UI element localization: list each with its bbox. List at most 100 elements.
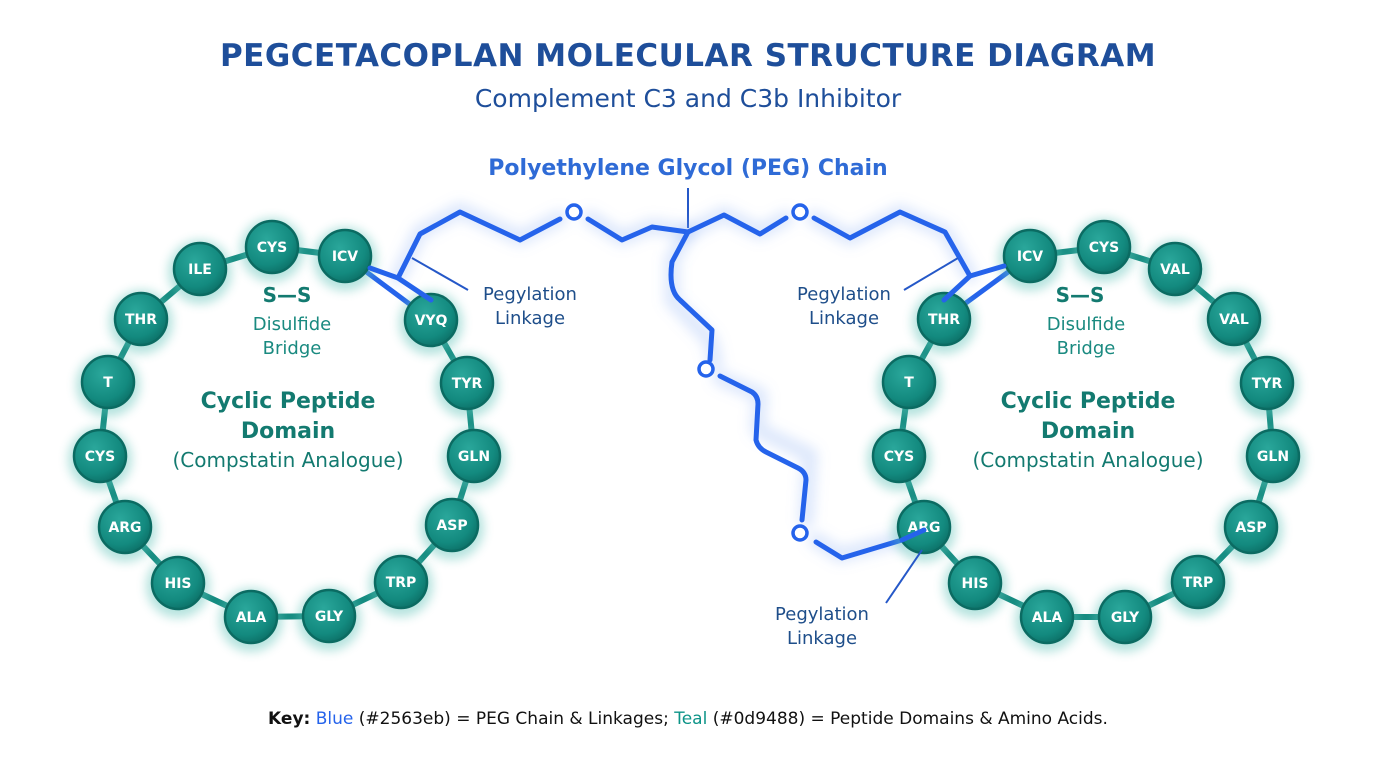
amino-acid-circle — [881, 354, 937, 410]
amino-acid-circle — [150, 555, 206, 611]
amino-acid-node: ICV — [998, 227, 1062, 291]
amino-acid-circle — [947, 555, 1003, 611]
amino-acid-circle — [172, 241, 228, 297]
amino-acid-label: CYS — [1089, 240, 1120, 256]
amino-acid-label: CYS — [884, 449, 915, 465]
peg-segment-branch-down — [668, 229, 715, 363]
amino-acid-circle — [72, 428, 128, 484]
key-blue-desc: (#2563eb) = PEG Chain & Linkages; — [353, 709, 675, 729]
pegylation-label-left: Pegylation Linkage — [483, 284, 577, 329]
pegylation-leader-bottom — [885, 549, 923, 604]
amino-acid-label: ILE — [188, 262, 212, 278]
pegylation-label-line1: Pegylation — [483, 284, 577, 305]
amino-acid-node: CYS — [240, 218, 304, 282]
amino-acid-node: GLN — [442, 427, 506, 491]
amino-acid-label: TRP — [1183, 575, 1214, 591]
color-key: Key: Blue (#2563eb) = PEG Chain & Linkag… — [0, 709, 1376, 729]
amino-acid-circle — [439, 355, 495, 411]
amino-acid-node: ASP — [1219, 498, 1283, 562]
amino-acid-node: THR — [109, 290, 173, 354]
peg-segment-center-right — [685, 212, 789, 237]
amino-acid-circle — [896, 499, 952, 555]
domain-subtitle: (Compstatin Analogue) — [972, 448, 1203, 472]
disulfide-label-line2: Bridge — [1057, 338, 1116, 359]
amino-acid-node: TYR — [435, 354, 499, 418]
amino-acid-circle — [1002, 228, 1058, 284]
pegylation-attachment — [899, 527, 927, 543]
amino-acid-label: ASP — [436, 518, 467, 534]
amino-acid-circle — [97, 499, 153, 555]
amino-acid-node: VAL — [1202, 290, 1266, 354]
amino-acid-circle — [244, 219, 300, 275]
pegylation-label-line2: Linkage — [809, 308, 879, 329]
amino-acid-node: TYR — [1235, 354, 1299, 418]
amino-acid-node: T — [877, 353, 941, 417]
amino-acid-node: HIS — [943, 554, 1007, 618]
disulfide-label-line2: Bridge — [263, 338, 322, 359]
peg-segment-branch-mid — [717, 373, 809, 523]
amino-acid-circle — [80, 354, 136, 410]
pegylation-leader-right — [903, 257, 959, 291]
pegylation-label-line2: Linkage — [495, 308, 565, 329]
disulfide-label-line1: Disulfide — [253, 314, 332, 335]
peptide-ring-right: ICVCYSVALVALTYRGLNASPTRPGLYALAHISARGCYST… — [867, 218, 1305, 652]
pegylation-label-line2: Linkage — [787, 628, 857, 649]
amino-acid-circle — [403, 292, 459, 348]
amino-acid-node: ASP — [420, 496, 484, 560]
amino-acid-node: ILE — [168, 240, 232, 304]
amino-acid-node: GLY — [297, 587, 361, 651]
pegylation-label-right: Pegylation Linkage — [797, 284, 891, 329]
pegylation-label-bottom: Pegylation Linkage — [775, 604, 869, 649]
amino-acid-node: GLY — [1093, 588, 1157, 652]
amino-acid-circle — [113, 291, 169, 347]
peg-segment-right — [811, 209, 973, 279]
domain-subtitle: (Compstatin Analogue) — [172, 448, 403, 472]
diagram-subtitle: Complement C3 and C3b Inhibitor — [475, 84, 902, 113]
key-label: Key: — [268, 709, 311, 729]
peg-chain — [395, 209, 973, 561]
oxygen-atom-icon — [791, 524, 809, 542]
domain-label-right: Cyclic Peptide Domain (Compstatin Analog… — [972, 389, 1203, 472]
amino-acid-node: VAL — [1143, 240, 1207, 304]
pegylation-attachment — [941, 263, 1007, 303]
amino-acid-label: THR — [928, 312, 960, 328]
domain-label-left: Cyclic Peptide Domain (Compstatin Analog… — [172, 389, 403, 472]
disulfide-symbol: S—S — [1056, 283, 1105, 307]
amino-acid-label: GLY — [315, 609, 344, 625]
pegylation-leader-left — [411, 257, 469, 291]
amino-acid-node: CYS — [68, 427, 132, 491]
amino-acid-label: TRP — [386, 575, 417, 591]
amino-acid-label: CYS — [257, 240, 288, 256]
amino-acid-label: ICV — [1017, 249, 1043, 265]
amino-acid-circle — [317, 228, 373, 284]
amino-acid-label: ARG — [108, 520, 141, 536]
domain-title-line1: Cyclic Peptide — [1001, 389, 1176, 414]
amino-acid-circle — [871, 428, 927, 484]
domain-title-line2: Domain — [241, 419, 335, 444]
amino-acid-circle — [1170, 554, 1226, 610]
key-teal-desc: (#0d9488) = Peptide Domains & Amino Acid… — [707, 709, 1108, 729]
amino-acid-circle — [1097, 589, 1153, 645]
amino-acid-label: GLN — [458, 449, 490, 465]
amino-acid-node: TRP — [369, 553, 433, 617]
amino-acid-node: CYS — [867, 427, 931, 491]
peg-chain-title: Polyethylene Glycol (PEG) Chain — [488, 156, 887, 181]
amino-acid-label: T — [904, 375, 914, 391]
amino-acid-label: ASP — [1235, 520, 1266, 536]
amino-acid-label: HIS — [164, 576, 191, 592]
amino-acid-node: GLN — [1241, 427, 1305, 491]
amino-acid-node: ICV — [313, 227, 377, 291]
amino-acid-label: ALA — [236, 610, 267, 626]
oxygen-atom-icon — [791, 203, 809, 221]
amino-acid-circle — [1206, 291, 1262, 347]
amino-acid-node: T — [76, 353, 140, 417]
peg-segment-branch-end — [813, 537, 905, 561]
amino-acid-node: CYS — [1072, 218, 1136, 282]
amino-acid-circle — [1223, 499, 1279, 555]
amino-acid-circle — [1245, 428, 1301, 484]
key-teal-word: Teal — [674, 709, 708, 729]
amino-acid-node: TRP — [1166, 553, 1230, 617]
amino-acid-label: T — [103, 375, 113, 391]
amino-acid-node: ALA — [1015, 588, 1079, 652]
